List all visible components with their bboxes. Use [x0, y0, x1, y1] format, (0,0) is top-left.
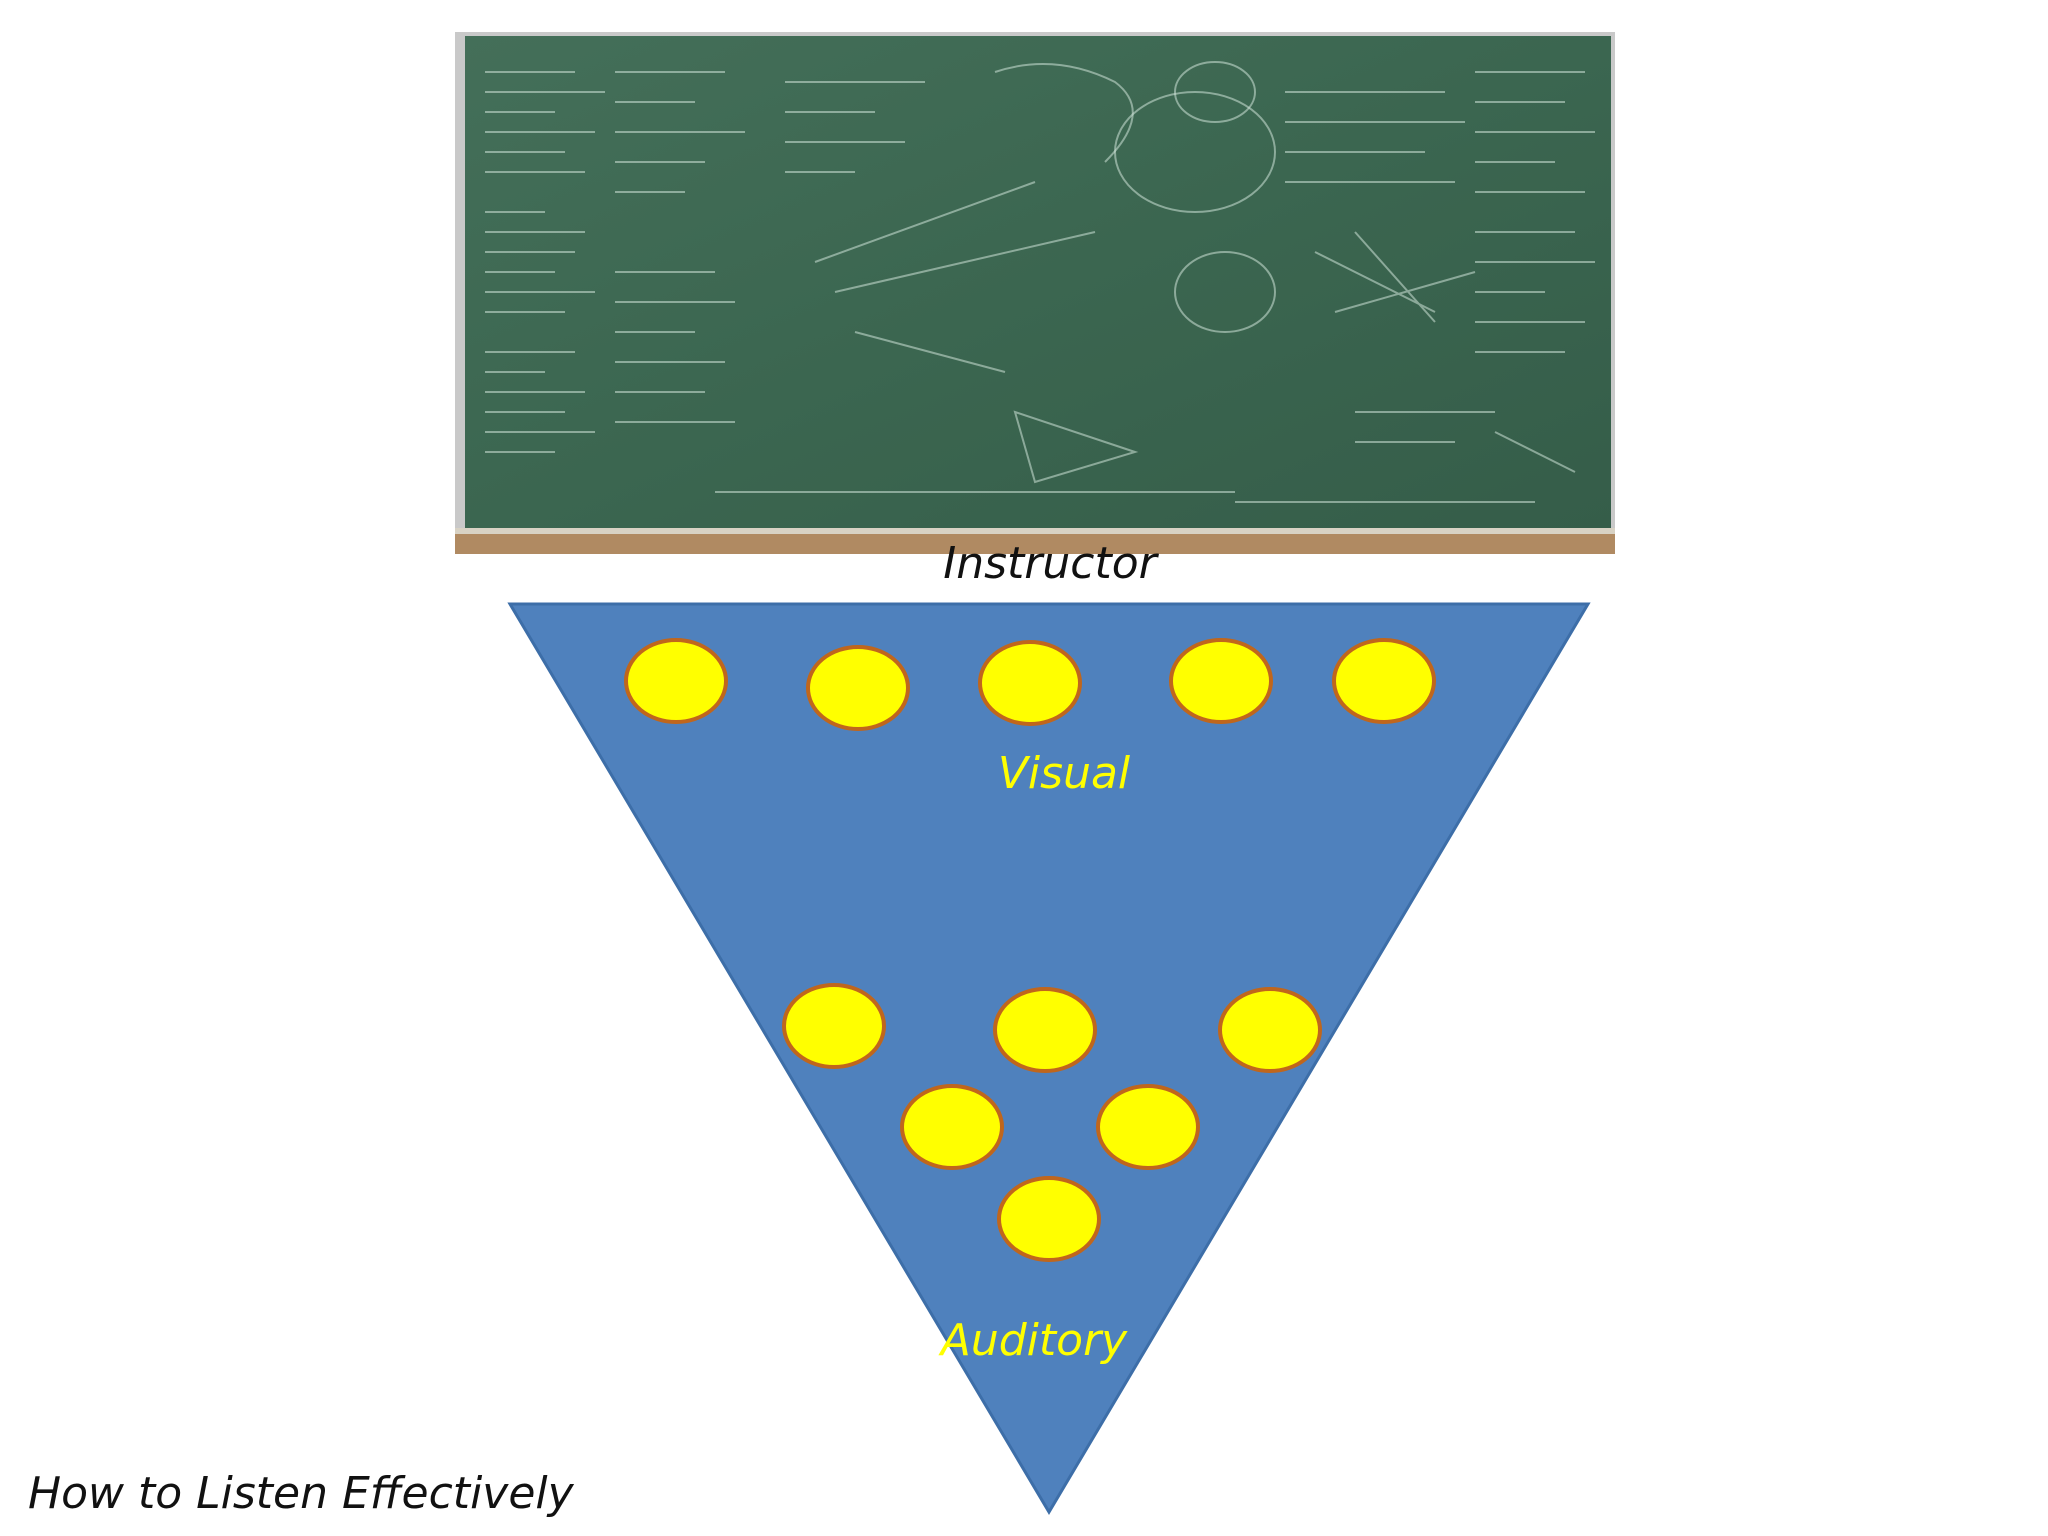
- visual-student-marker: [978, 640, 1082, 726]
- chalkboard-image: [455, 32, 1615, 554]
- auditory-student-marker: [993, 987, 1097, 1073]
- visual-zone-label: Visual: [997, 748, 1131, 799]
- visual-student-marker: [1169, 638, 1273, 724]
- visual-student-marker: [624, 638, 728, 724]
- auditory-student-marker: [900, 1084, 1004, 1170]
- auditory-zone-label: Auditory: [940, 1315, 1128, 1366]
- instructor-label: Instructor: [943, 538, 1157, 589]
- visual-student-marker: [806, 645, 910, 731]
- auditory-student-marker: [997, 1176, 1101, 1262]
- auditory-student-marker: [1096, 1084, 1200, 1170]
- auditory-student-marker: [1218, 987, 1322, 1073]
- visual-student-marker: [1332, 638, 1436, 724]
- chalk-scribbles: [485, 61, 1595, 503]
- auditory-student-marker: [782, 983, 886, 1069]
- slide-footer-title: How to Listen Effectively: [28, 1468, 574, 1519]
